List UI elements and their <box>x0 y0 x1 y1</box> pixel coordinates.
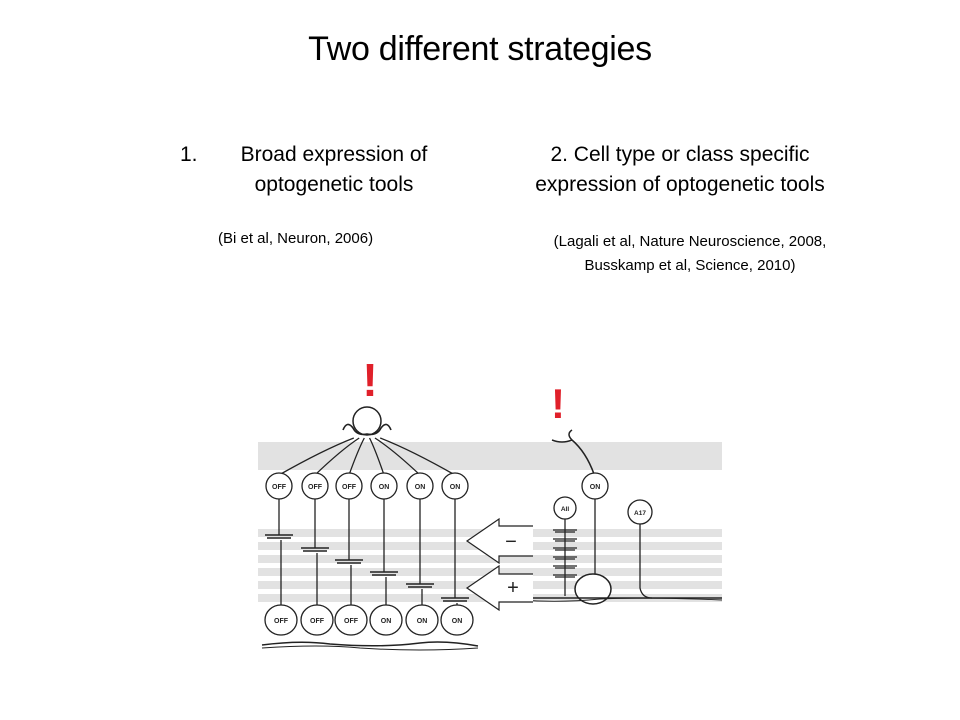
bipolar-label: ON <box>450 484 461 491</box>
ganglion-cell <box>369 604 403 636</box>
ganglion-label: OFF <box>344 618 359 625</box>
aii-lobular-appendage <box>553 556 577 560</box>
aii-lobular-appendage <box>553 529 577 533</box>
bipolar-axon-terminal <box>406 583 434 588</box>
on-bipolar-label: ON <box>590 484 601 491</box>
exclamation-mark-left: ! <box>362 354 377 406</box>
bipolar-label: ON <box>415 484 426 491</box>
strategy-2-citation: (Lagali et al, Nature Neuroscience, 2008… <box>495 230 885 278</box>
rod-bipolar-dendrite <box>551 429 595 475</box>
aii-lobular-appendage <box>553 565 577 569</box>
strategy-2-citation-line-1: (Lagali et al, Nature Neuroscience, 2008… <box>553 233 827 250</box>
bipolar-label: OFF <box>342 484 357 491</box>
ganglion-axon-baseline <box>261 641 479 647</box>
aii-lobular-appendage <box>553 538 577 542</box>
bipolar-dendrite <box>348 437 365 476</box>
strategy-1-citation: (Bi et al, Neuron, 2006) <box>218 230 374 247</box>
bipolar-axon-terminal <box>265 534 293 539</box>
aii-lobular-appendage <box>553 547 577 551</box>
ganglion-cell <box>264 604 298 636</box>
ganglion-label: ON <box>417 618 428 625</box>
strategy-1-line-1: Broad expression of <box>240 143 428 166</box>
right-baseline-2 <box>519 597 723 602</box>
bipolar-dendrite <box>379 437 456 476</box>
bipolar-label: ON <box>379 484 390 491</box>
aii-lobular-appendage <box>553 574 577 578</box>
slide-title: Two different strategies <box>308 30 652 68</box>
bipolar-axon-terminal <box>301 547 329 552</box>
bipolar-dendrite <box>278 437 355 476</box>
photoreceptor-layer-band <box>258 442 722 470</box>
excitatory-arrow <box>465 564 533 612</box>
ganglion-label: ON <box>381 618 392 625</box>
bipolar-axon-terminal <box>441 597 469 602</box>
ganglion-label: OFF <box>310 618 325 625</box>
strategy-2-line-2: expression of optogenetic tools <box>535 173 825 196</box>
bipolar-label: OFF <box>308 484 323 491</box>
exclamation-mark-right: ! <box>551 380 565 427</box>
a17-label: A17 <box>634 510 646 517</box>
strategy-2-citation-line-2: Busskamp et al, Science, 2010) <box>584 257 796 274</box>
cell-specific-circuit: ! ON AII A17 − + <box>465 380 723 612</box>
bipolar-dendrite <box>374 437 421 476</box>
cone-photoreceptor <box>352 406 382 436</box>
bipolar-axon-terminal <box>370 571 398 576</box>
ganglion-cell <box>334 604 368 636</box>
bipolar-axon-terminal <box>335 559 363 564</box>
ganglion-cell <box>440 604 474 636</box>
bipolar-dendrite <box>314 437 360 476</box>
on-bipolar-terminal <box>574 573 612 605</box>
cone-pedicle <box>342 423 392 436</box>
strategy-1-line-2: optogenetic tools <box>254 173 414 196</box>
bipolar-label: OFF <box>272 484 287 491</box>
ganglion-cell <box>300 604 334 636</box>
ganglion-label: OFF <box>274 618 289 625</box>
ganglion-cell <box>405 604 439 636</box>
ganglion-axon-baseline-2 <box>261 645 479 651</box>
inhibitory-arrow <box>465 517 533 565</box>
strategy-2-heading: 2. Cell type or class specific expressio… <box>495 140 865 200</box>
ipl-sublayer-band <box>258 555 722 563</box>
ganglion-label: ON <box>452 618 463 625</box>
minus-sign: − <box>505 531 517 553</box>
strategy-2-line-1: 2. Cell type or class specific <box>550 143 810 166</box>
strategy-1-number: 1. <box>180 143 198 166</box>
broad-expression-circuit: ! OFF OFF OFF OFF OFF OFF ON ON ON ON ON ON <box>261 354 479 651</box>
plus-sign: + <box>507 577 519 599</box>
bipolar-dendrite <box>368 437 385 476</box>
aii-label: AII <box>561 506 570 513</box>
